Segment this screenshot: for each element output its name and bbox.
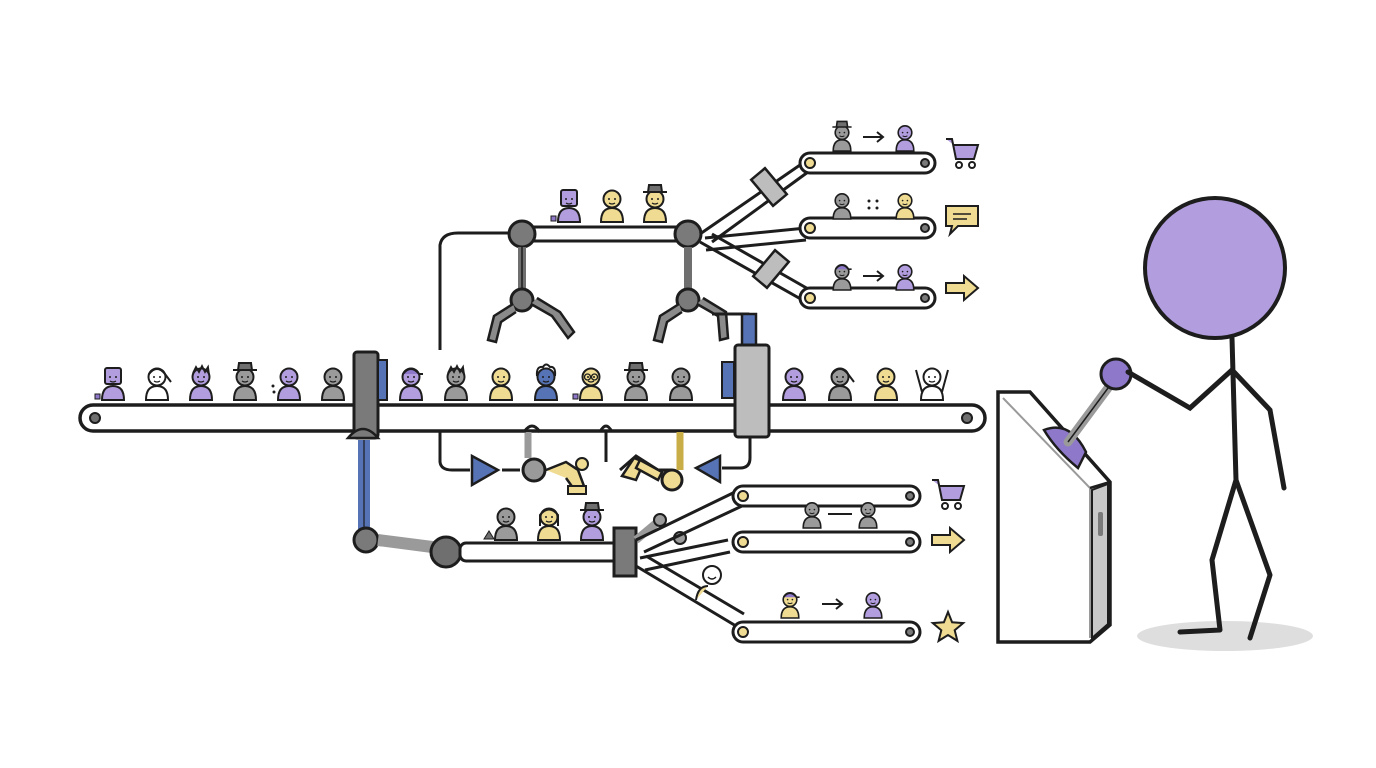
person-icon: [398, 367, 424, 401]
star-icon: [930, 609, 966, 644]
branch-belt: [731, 484, 922, 508]
person-icon: [895, 263, 915, 291]
person-icon: [802, 501, 822, 529]
person-icon: [832, 120, 852, 152]
control-lever-icon[interactable]: [1063, 357, 1133, 447]
person-icon: [895, 192, 915, 220]
person-icon: [320, 367, 346, 401]
upper-loop-rail: [438, 219, 703, 350]
right-gate: [721, 343, 771, 439]
person-icon: [858, 501, 878, 529]
person-icon: [827, 367, 855, 401]
arrow-right-icon: [945, 273, 980, 303]
person-icon: [533, 363, 559, 401]
arrow-right-icon: [931, 525, 966, 555]
person-icon: [668, 367, 694, 401]
chat-bubble-icon: [945, 205, 979, 238]
branch-belt: [798, 151, 937, 175]
lower-branch-row: [780, 591, 966, 644]
person-icon: [232, 362, 258, 401]
person-icon: [599, 189, 625, 223]
left-gate: [345, 350, 388, 440]
stick-figure-operator: [1125, 196, 1313, 651]
person-icon: [94, 367, 126, 401]
upper-branch-fan: [699, 163, 811, 304]
person-icon: [780, 591, 800, 619]
person-icon: [832, 263, 852, 291]
person-icon: [579, 502, 605, 541]
person-icon: [915, 367, 949, 401]
lower-branch-row: [802, 479, 966, 529]
person-icon: [536, 507, 562, 541]
person-icon: [483, 507, 519, 541]
person-icon: [873, 367, 899, 401]
lower-branch-row: [931, 525, 966, 555]
upper-branch-row: [832, 263, 980, 303]
person-icon: [443, 363, 469, 401]
person-icon: [488, 367, 514, 401]
person-icon: [895, 124, 915, 152]
person-icon: [572, 367, 604, 401]
person-icon: [623, 362, 649, 401]
person-icon: [188, 363, 214, 401]
person-icon: [863, 591, 883, 619]
person-icon: [144, 367, 172, 401]
person-icon: [781, 367, 807, 401]
cart-icon: [946, 138, 980, 169]
robot-claw-icon: [652, 247, 758, 348]
cart-icon: [932, 479, 966, 510]
robot-claw-icon: [486, 247, 576, 344]
person-icon: [642, 184, 668, 223]
control-console: [996, 390, 1112, 644]
lower-conveyor: [352, 440, 687, 578]
person-icon: [271, 367, 302, 401]
upper-branch-row: [832, 120, 980, 169]
robot-arm-icon: [598, 424, 752, 492]
branch-belt: [731, 620, 922, 644]
person-icon: [695, 565, 722, 601]
upper-branch-row: [832, 192, 979, 238]
branch-belt: [798, 286, 937, 310]
robot-arm-icon: [438, 424, 589, 495]
person-icon: [550, 189, 582, 223]
lower-branch-fan: [635, 490, 745, 628]
branch-belt: [798, 216, 937, 240]
branch-belt: [731, 530, 922, 554]
person-icon: [832, 192, 852, 220]
